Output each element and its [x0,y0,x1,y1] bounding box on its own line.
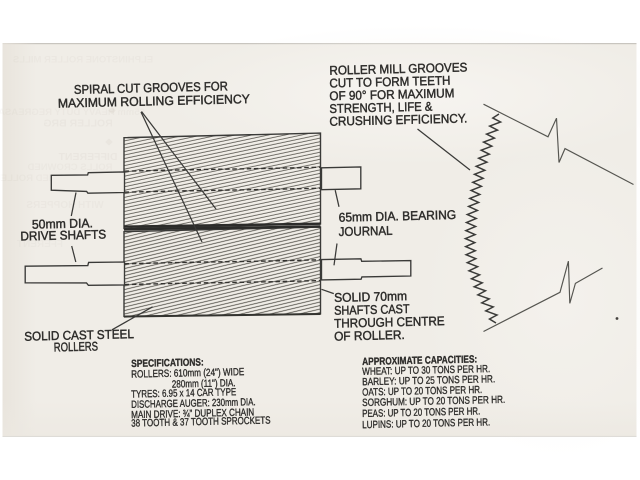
svg-text:CRUSHING EFFICIENCY.: CRUSHING EFFICIENCY. [329,111,467,128]
svg-text:JOURNAL: JOURNAL [339,224,393,239]
svg-text:SPECIFICATIONS:: SPECIFICATIONS: [131,357,204,370]
svg-text:ROLLER MILL GROOVES: ROLLER MILL GROOVES [329,60,467,77]
svg-text:65mm HEAVY DUTY REGREASABLE: 65mm HEAVY DUTY REGREASABLE [0,107,145,118]
svg-text:50mm DIA.: 50mm DIA. [32,216,93,231]
svg-text:DIFFERENT: DIFFERENT [58,151,118,163]
svg-text:DRIVE SHAFTS: DRIVE SHAFTS [20,227,106,243]
svg-text:SOLID 70mm: SOLID 70mm [334,289,407,305]
svg-text:THROUGH CENTRE: THROUGH CENTRE [334,314,445,331]
svg-text:OF ROLLER.: OF ROLLER. [334,328,405,344]
svg-text:TYRES: 6.95 x 14 CAR TYPE: TYRES: 6.95 x 14 CAR TYPE [131,387,236,400]
svg-text:SPIRAL CUT GROOVES FOR: SPIRAL CUT GROOVES FOR [74,79,228,97]
svg-text:SOLID CAST STEEL: SOLID CAST STEEL [24,327,134,344]
svg-text:WHEAT: UP TO 30 TONS PER HR.: WHEAT: UP TO 30 TONS PER HR. [362,364,490,378]
svg-text:OATS: UP TO 20 TONS PER HR.: OATS: UP TO 20 TONS PER HR. [362,385,482,399]
svg-text:ROLLERS: ROLLERS [54,339,99,354]
svg-text:PEAS: UP TO 20 TONS PER HR.: PEAS: UP TO 20 TONS PER HR. [362,406,480,420]
svg-text:280mm (11") DIA.: 280mm (11") DIA. [172,378,236,390]
svg-text:LUPINS: UP TO 20 TONS PER HR.: LUPINS: UP TO 20 TONS PER HR. [362,417,490,431]
svg-text:OF 90° FOR MAXIMUM: OF 90° FOR MAXIMUM [329,86,454,103]
svg-text:ROLLER BRG: ROLLER BRG [43,118,112,130]
svg-text:ROLLS CROWNED: ROLLS CROWNED [27,162,112,173]
svg-text:DISCHARGE AUGER: 230mm DIA.: DISCHARGE AUGER: 230mm DIA. [131,397,256,411]
svg-text:65mm DIA. BEARING: 65mm DIA. BEARING [339,208,457,225]
svg-text:ROLLERS: 610mm (24") WIDE: ROLLERS: 610mm (24") WIDE [131,367,244,380]
svg-text:MAXIMUM ROLLING EFFICIENCY: MAXIMUM ROLLING EFFICIENCY [58,92,251,111]
svg-text:FFERENT: FFERENT [17,239,63,250]
svg-text:WITH HOPPERS: WITH HOPPERS [26,200,104,211]
svg-text:38 TOOTH & 37 TOOTH SPROCKETS: 38 TOOTH & 37 TOOTH SPROCKETS [131,416,271,430]
svg-text:ELPHINSTONE ROLLER MILLS: ELPHINSTONE ROLLER MILLS [13,55,153,66]
svg-text:SORGHUM: UP TO 20 TONS PER HR.: SORGHUM: UP TO 20 TONS PER HR. [362,395,505,409]
svg-text:APPROXIMATE CAPACITIES:: APPROXIMATE CAPACITIES: [362,354,477,368]
svg-text:BARLEY: UP TO 25 TONS PER HR.: BARLEY: UP TO 25 TONS PER HR. [362,374,495,388]
svg-text:SHAFTS CAST: SHAFTS CAST [334,302,410,318]
svg-text:CUT TO FORM TEETH: CUT TO FORM TEETH [329,74,450,91]
svg-text:STRENGTH, LIFE &: STRENGTH, LIFE & [329,100,433,116]
svg-text:MAIN DRIVE: ¾” DUPLEX CHAIN: MAIN DRIVE: ¾” DUPLEX CHAIN [131,408,254,422]
